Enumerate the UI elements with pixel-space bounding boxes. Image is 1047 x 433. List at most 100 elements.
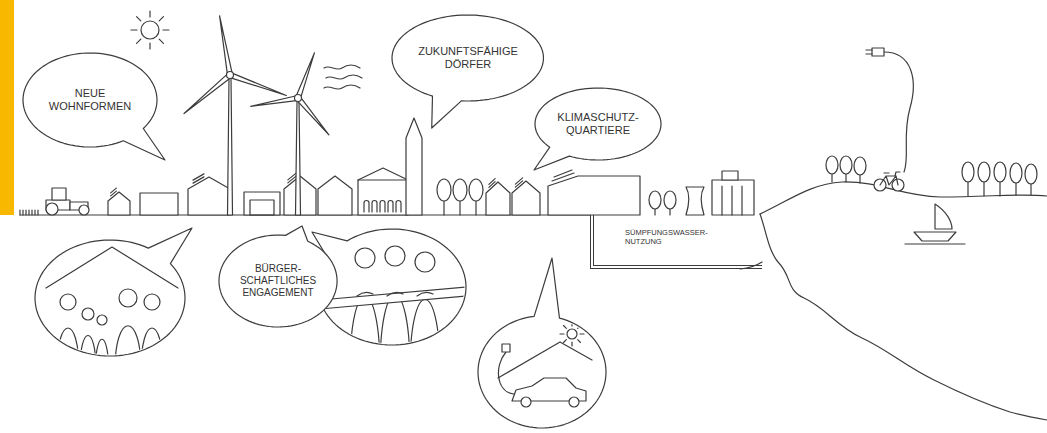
person-head bbox=[119, 289, 137, 307]
solar-panel bbox=[193, 177, 204, 183]
church-window bbox=[364, 201, 369, 212]
fence-post bbox=[22, 210, 23, 215]
small-sun bbox=[567, 329, 577, 339]
cooling-tower bbox=[686, 187, 704, 215]
turbine-blade bbox=[296, 53, 315, 99]
sun-ray bbox=[131, 29, 137, 30]
house bbox=[188, 177, 230, 215]
flat-house bbox=[140, 193, 178, 215]
tractor-wheel bbox=[79, 205, 89, 215]
text-block: SÜMPFUNGSWASSER- NUTZUNG bbox=[625, 229, 708, 247]
tree-crown bbox=[854, 157, 866, 175]
sun-ray bbox=[159, 39, 163, 43]
plug bbox=[872, 48, 884, 56]
carport-roof bbox=[498, 342, 592, 378]
solar-panel bbox=[489, 182, 495, 188]
tree-crown bbox=[978, 162, 990, 182]
plant-top bbox=[722, 171, 738, 180]
text-block: ZUKUNFTSFÄHIGE DÖRFER bbox=[418, 45, 518, 71]
tree-trunk bbox=[475, 201, 476, 215]
person-arm bbox=[417, 292, 433, 296]
tree-crown bbox=[1025, 164, 1037, 184]
solar-panel bbox=[515, 178, 522, 184]
solar-panel bbox=[288, 173, 296, 180]
car-wheel bbox=[521, 397, 531, 407]
person-head bbox=[82, 308, 94, 320]
bubble-shape bbox=[534, 88, 661, 170]
fence-post bbox=[19, 210, 20, 215]
tree-trunk bbox=[859, 175, 860, 183]
flat-house bbox=[244, 192, 280, 215]
person-head bbox=[144, 294, 160, 310]
church-window bbox=[372, 201, 377, 212]
sun-ray bbox=[571, 342, 572, 346]
turbine-tower bbox=[228, 78, 233, 215]
house-roof-outline bbox=[46, 247, 178, 288]
tree-crown bbox=[840, 156, 852, 174]
bubble-shape bbox=[23, 53, 165, 160]
text-block: NEUE WOHNFORMEN bbox=[49, 87, 131, 113]
picture-bubble bbox=[478, 258, 606, 428]
tree-trunk bbox=[845, 174, 846, 182]
solar-panel bbox=[554, 170, 572, 177]
person-body bbox=[57, 328, 79, 370]
sun-ray bbox=[149, 11, 150, 17]
boat-sail bbox=[935, 204, 952, 229]
sun-ray bbox=[149, 43, 150, 49]
tree-trunk bbox=[1015, 183, 1016, 195]
house bbox=[486, 182, 510, 215]
tree-trunk bbox=[999, 182, 1000, 196]
person-body bbox=[115, 326, 141, 370]
wind-line bbox=[326, 75, 362, 79]
speech-bubble: KLIMASCHUTZ- QUARTIERE bbox=[534, 87, 662, 161]
bubble-label: BÜRGER- SCHAFTLICHES ENGAGEMENT bbox=[240, 263, 316, 298]
drainage-water-panel: SÜMPFUNGSWASSER- NUTZUNG bbox=[590, 215, 762, 269]
person-body bbox=[141, 328, 163, 370]
person-head bbox=[355, 248, 375, 268]
person-body bbox=[350, 297, 380, 371]
sun-ray bbox=[571, 322, 572, 326]
tree-trunk bbox=[983, 182, 984, 196]
speech-bubble: NEUE WOHNFORMEN bbox=[22, 52, 158, 148]
bubble-picture bbox=[320, 246, 466, 370]
person-head bbox=[385, 246, 405, 266]
speech-bubble: BÜRGER- SCHAFTLICHES ENGAGEMENT bbox=[218, 234, 338, 328]
solar-panel bbox=[489, 179, 495, 185]
wind-line bbox=[324, 65, 360, 69]
house bbox=[318, 176, 352, 215]
sun-ray bbox=[560, 333, 564, 334]
plant-line bbox=[721, 186, 722, 215]
water-line bbox=[905, 243, 965, 244]
sun-ray bbox=[137, 17, 141, 21]
turbine-blade bbox=[229, 73, 286, 96]
bubble-label: ZUKUNFTSFÄHIGE DÖRFER bbox=[418, 45, 518, 71]
church-window bbox=[388, 201, 393, 212]
bubble-label: KLIMASCHUTZ- QUARTIERE bbox=[557, 111, 638, 137]
sun-ray bbox=[578, 326, 581, 329]
house bbox=[512, 181, 540, 215]
bubble-picture bbox=[498, 322, 592, 407]
panel-label: SÜMPFUNGSWASSER- NUTZUNG bbox=[625, 229, 708, 247]
tree-crown bbox=[994, 162, 1006, 182]
tree-crown bbox=[664, 191, 676, 209]
fence-post bbox=[25, 210, 26, 215]
cable bbox=[884, 52, 913, 172]
tree-crown bbox=[453, 179, 467, 201]
tree-crown bbox=[649, 191, 661, 209]
person-body bbox=[96, 339, 109, 370]
tree-trunk bbox=[1030, 184, 1031, 195]
plant-line bbox=[731, 186, 732, 215]
turbine-blade bbox=[220, 16, 233, 76]
person-body bbox=[80, 336, 96, 371]
accent-bar bbox=[0, 0, 14, 215]
text-block: KLIMASCHUTZ- QUARTIERE bbox=[557, 111, 638, 137]
tree-trunk bbox=[443, 201, 444, 215]
sun-ray bbox=[137, 39, 141, 43]
turbine-hub bbox=[227, 72, 234, 79]
car-wheel bbox=[569, 397, 579, 407]
tree-crown bbox=[962, 162, 974, 182]
solar-panel bbox=[111, 188, 117, 193]
bubble-shape bbox=[219, 226, 337, 327]
sun-ray bbox=[578, 340, 581, 343]
tree-crown bbox=[469, 179, 483, 201]
